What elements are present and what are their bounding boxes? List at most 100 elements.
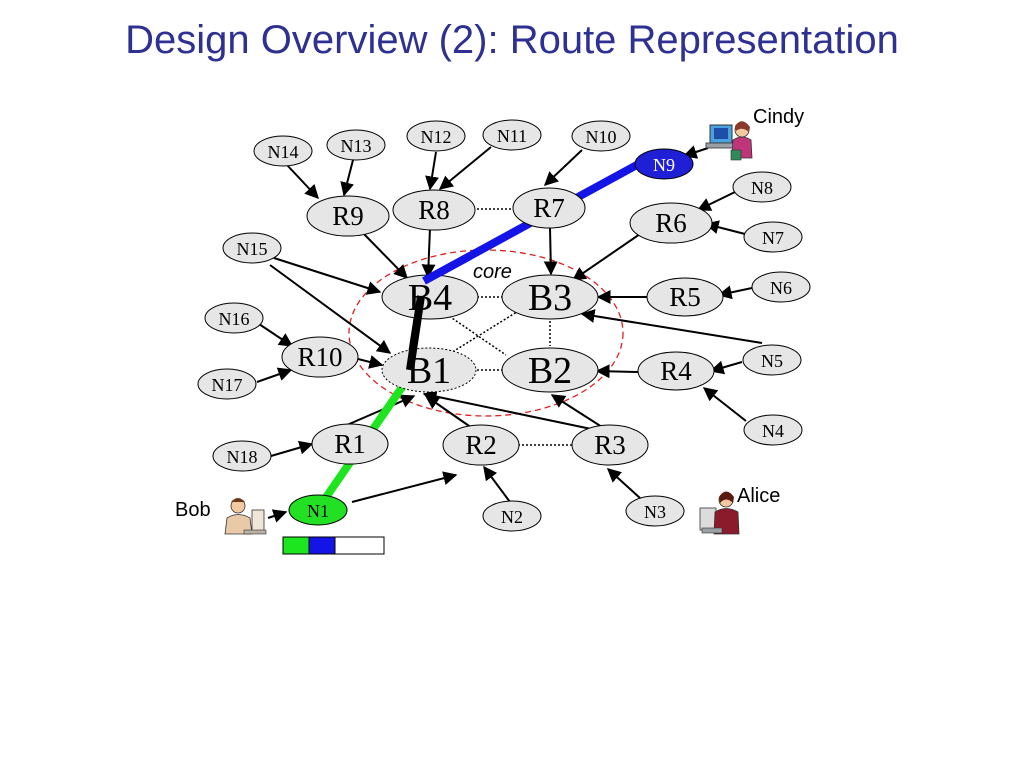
cindy-label: Cindy	[753, 106, 804, 128]
node-r9	[306, 195, 390, 237]
label-n13: N13	[341, 136, 372, 156]
leaf-labels: N14 N13 N12 N11 N10 N9 N8 N7 N6 N5 N4 N3…	[212, 126, 793, 527]
route-bar	[282, 536, 385, 555]
edge-n11-r8	[438, 146, 492, 190]
edge-n12-r8	[425, 151, 439, 191]
edge-n2-r2	[483, 465, 511, 503]
node-n3	[625, 495, 685, 527]
edge-n9-cindy	[682, 145, 709, 159]
label-n6: N6	[770, 278, 792, 298]
node-n4	[743, 414, 803, 446]
alice-icon	[699, 491, 740, 535]
node-r4	[637, 351, 715, 391]
label-n18: N18	[227, 447, 258, 467]
node-n2	[482, 500, 542, 532]
label-n5: N5	[761, 351, 783, 371]
node-r8	[392, 189, 476, 231]
label-n11: N11	[497, 126, 527, 146]
router-nodes	[281, 187, 724, 466]
node-n7	[743, 221, 803, 253]
edge-n17-r10	[256, 367, 293, 383]
node-r5	[646, 277, 724, 317]
node-n5	[742, 344, 802, 376]
node-n18	[212, 440, 272, 472]
node-n10	[571, 120, 631, 152]
edge-n5-r4	[709, 360, 743, 375]
edge-n10-r7	[543, 149, 583, 186]
edge-r1-b1	[339, 394, 416, 429]
node-n12	[406, 120, 466, 152]
node-r1	[311, 423, 389, 465]
node-n13	[326, 129, 386, 161]
node-n11	[482, 119, 542, 151]
label-n12: N12	[421, 127, 452, 147]
edge-n3-r3	[606, 468, 641, 499]
node-r2	[442, 424, 520, 466]
edge-n7-r6	[704, 220, 746, 235]
node-r3	[571, 424, 649, 466]
label-b3: B3	[528, 277, 572, 319]
label-n7: N7	[762, 228, 784, 248]
edge-n1-r2	[351, 471, 458, 503]
edge-r6-b3	[571, 233, 641, 281]
label-r3: R3	[594, 430, 626, 460]
label-b2: B2	[528, 350, 572, 392]
edge-r10-b1	[353, 355, 384, 369]
edges	[256, 145, 763, 503]
edge-n16-r10	[258, 323, 294, 347]
edge-n15-b4	[273, 257, 382, 295]
edge-n13-r9	[340, 159, 354, 197]
bob-label: Bob	[175, 499, 211, 521]
edge-r8-b4	[421, 227, 436, 279]
label-n10: N10	[586, 127, 617, 147]
edge-r3-b1	[422, 389, 597, 431]
node-n9	[634, 148, 694, 180]
edge-bob-n1	[267, 509, 288, 523]
label-r7: R7	[533, 193, 565, 223]
core-label: core	[473, 261, 512, 283]
label-n17: N17	[212, 375, 243, 395]
node-b3	[501, 274, 599, 320]
node-n6	[751, 271, 811, 303]
edge-r3-b2	[550, 394, 603, 428]
edge-n6-r5	[717, 285, 753, 300]
route-bar-segment-blue	[308, 536, 336, 555]
route-bar-segment-green	[282, 536, 310, 555]
node-n15	[222, 232, 282, 264]
backbone-labels: B4 B3 B2 B1	[407, 277, 572, 392]
label-r8: R8	[418, 195, 450, 225]
label-n14: N14	[268, 142, 299, 162]
label-n2: N2	[501, 507, 523, 527]
node-b2	[501, 347, 599, 393]
alice-label: Alice	[737, 485, 780, 507]
label-n4: N4	[762, 421, 784, 441]
label-r5: R5	[669, 282, 701, 312]
label-r2: R2	[465, 430, 497, 460]
label-n9: N9	[653, 155, 675, 175]
edge-r7-b3	[543, 227, 558, 276]
edge-r9-b4	[361, 231, 408, 280]
label-n15: N15	[237, 239, 268, 259]
edge-n14-r9	[286, 164, 319, 200]
node-r7	[512, 187, 586, 229]
label-n3: N3	[644, 502, 666, 522]
node-n16	[204, 302, 264, 334]
label-r6: R6	[655, 208, 687, 238]
node-n1	[288, 494, 348, 526]
label-r1: R1	[334, 429, 366, 459]
edge-n15-b1	[269, 264, 392, 354]
label-r9: R9	[332, 201, 364, 231]
label-r10: R10	[297, 342, 342, 372]
edge-r4-b2	[595, 364, 639, 379]
edge-n4-r4	[702, 387, 747, 422]
node-r6	[629, 202, 713, 244]
router-labels: R9 R8 R7 R6 R5 R4 R3 R2 R1 R10	[297, 193, 700, 460]
edge-n5-b3	[580, 309, 763, 344]
label-n8: N8	[751, 178, 773, 198]
node-b1	[381, 347, 477, 393]
peer-links	[445, 208, 574, 446]
route-black-overlay	[406, 295, 425, 371]
leaf-nodes	[197, 119, 811, 532]
cindy-icon	[705, 121, 753, 161]
